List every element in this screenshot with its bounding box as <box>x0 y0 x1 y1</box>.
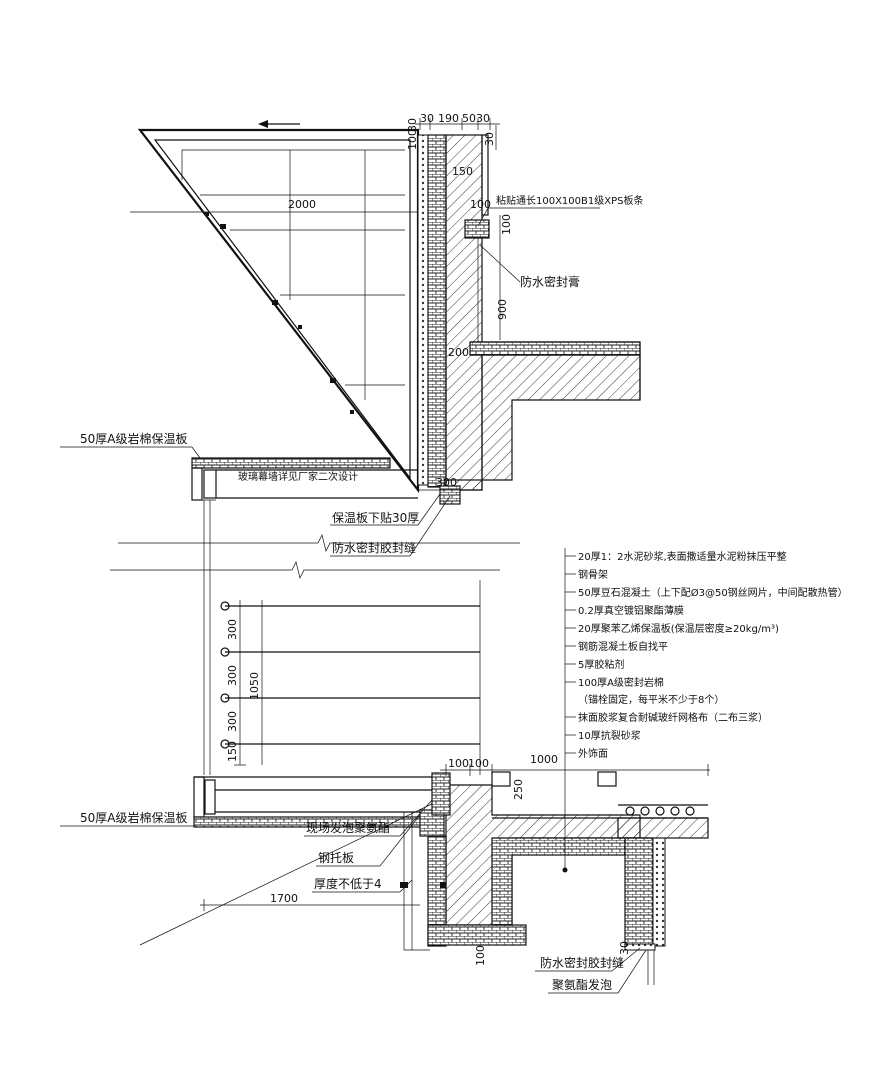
label-rockwool-bottom: 50厚A级岩棉保温板 <box>80 810 187 825</box>
label-curtain-wall-note: 玻璃幕墙详见厂家二次设计 <box>238 470 358 483</box>
dim-v-200: 200 <box>448 346 469 359</box>
legend-line-11: 10厚抗裂砂浆 <box>578 729 641 742</box>
legend-line-12: 外饰面 <box>578 747 608 760</box>
layer-legend: 20厚1：2水泥砂浆,表面撒适量水泥粉抹压平整 钢骨架 50厚豆石混凝土（上下配… <box>565 550 848 760</box>
label-steel-plate: 钢托板 <box>318 851 354 865</box>
dim-v-30: 30 <box>406 118 419 132</box>
dim-right-30: 30 <box>483 132 496 146</box>
dim-glass-1050: 1050 <box>248 672 261 700</box>
dim-lower-1700: 1700 <box>270 892 298 905</box>
legend-line-2: 钢骨架 <box>578 568 608 581</box>
label-xps-strip: 粘贴通长100X100B1级XPS板条 <box>496 194 643 207</box>
dim-lower-100b: 100 <box>468 757 489 770</box>
dim-v-100b: 100 <box>470 198 491 211</box>
legend-line-5: 20厚聚苯乙烯保温板(保温层密度≥20kg/m³) <box>578 622 779 635</box>
dim-glass-300c: 300 <box>226 711 239 732</box>
dim-lower-100a: 100 <box>448 757 469 770</box>
dim-lower-1000: 1000 <box>530 753 558 766</box>
label-sealant-joint-bottom: 防水密封胶封缝 <box>540 955 624 970</box>
top-dimensions: 30 190 50 30 30 100 30 <box>406 112 500 150</box>
break-lines <box>110 500 520 775</box>
dim-top-30a: 30 <box>420 112 434 125</box>
lower-sill <box>60 776 445 946</box>
dim-glass-300b: 300 <box>226 665 239 686</box>
lower-structure <box>400 771 709 985</box>
dim-top-190: 190 <box>438 112 459 125</box>
legend-line-4: 0.2厚真空镀铝聚酯薄膜 <box>578 604 684 617</box>
label-thickness-min: 厚度不低于4 <box>314 876 382 891</box>
label-pu-foam: 聚氨酯发泡 <box>552 977 612 992</box>
legend-line-6: 钢筋混凝土板自找平 <box>578 640 668 653</box>
dim-bottom-300: 300 <box>436 476 457 489</box>
legend-line-8: 100厚A级密封岩棉 <box>578 676 664 689</box>
dim-v-150: 150 <box>452 165 473 178</box>
dim-lower-100v: 100 <box>474 945 487 966</box>
legend-line-9: （锚栓固定，每平米不少于8个） <box>578 693 724 706</box>
label-pu-foam-site: 现场发泡聚氨酯 <box>306 820 390 835</box>
legend-line-3: 50厚豆石混凝土（上下配Ø3@50钢丝网片，中间配散热管） <box>578 586 848 599</box>
dim-glass-150: 150 <box>226 741 239 762</box>
dim-top-50: 50 <box>462 112 476 125</box>
dim-lower-30: 30 <box>618 941 631 955</box>
dim-glass-300a: 300 <box>226 619 239 640</box>
dim-v-100c: 100 <box>500 214 513 235</box>
legend-line-7: 5厚胶粘剂 <box>578 658 624 671</box>
legend-line-10: 抹面胶浆复合耐碱玻纤网格布（二布三浆） <box>578 711 768 724</box>
dim-v-900: 900 <box>496 299 509 320</box>
dim-v-100: 100 <box>406 129 419 150</box>
upper-wall <box>417 134 641 505</box>
dim-lower-250: 250 <box>512 779 525 800</box>
legend-line-1: 20厚1：2水泥砂浆,表面撒适量水泥粉抹压平整 <box>578 550 787 563</box>
label-sealant-joint-top: 防水密封胶封缝 <box>332 540 416 555</box>
glass-panel <box>220 600 480 766</box>
dim-top-30b: 30 <box>476 112 490 125</box>
label-waterproof-paste: 防水密封膏 <box>520 274 580 289</box>
label-rockwool-top: 50厚A级岩棉保温板 <box>80 431 187 446</box>
upper-sill <box>60 446 418 501</box>
dim-2000: 2000 <box>288 198 316 211</box>
label-insulation-under: 保温板下贴30厚 <box>332 511 419 525</box>
